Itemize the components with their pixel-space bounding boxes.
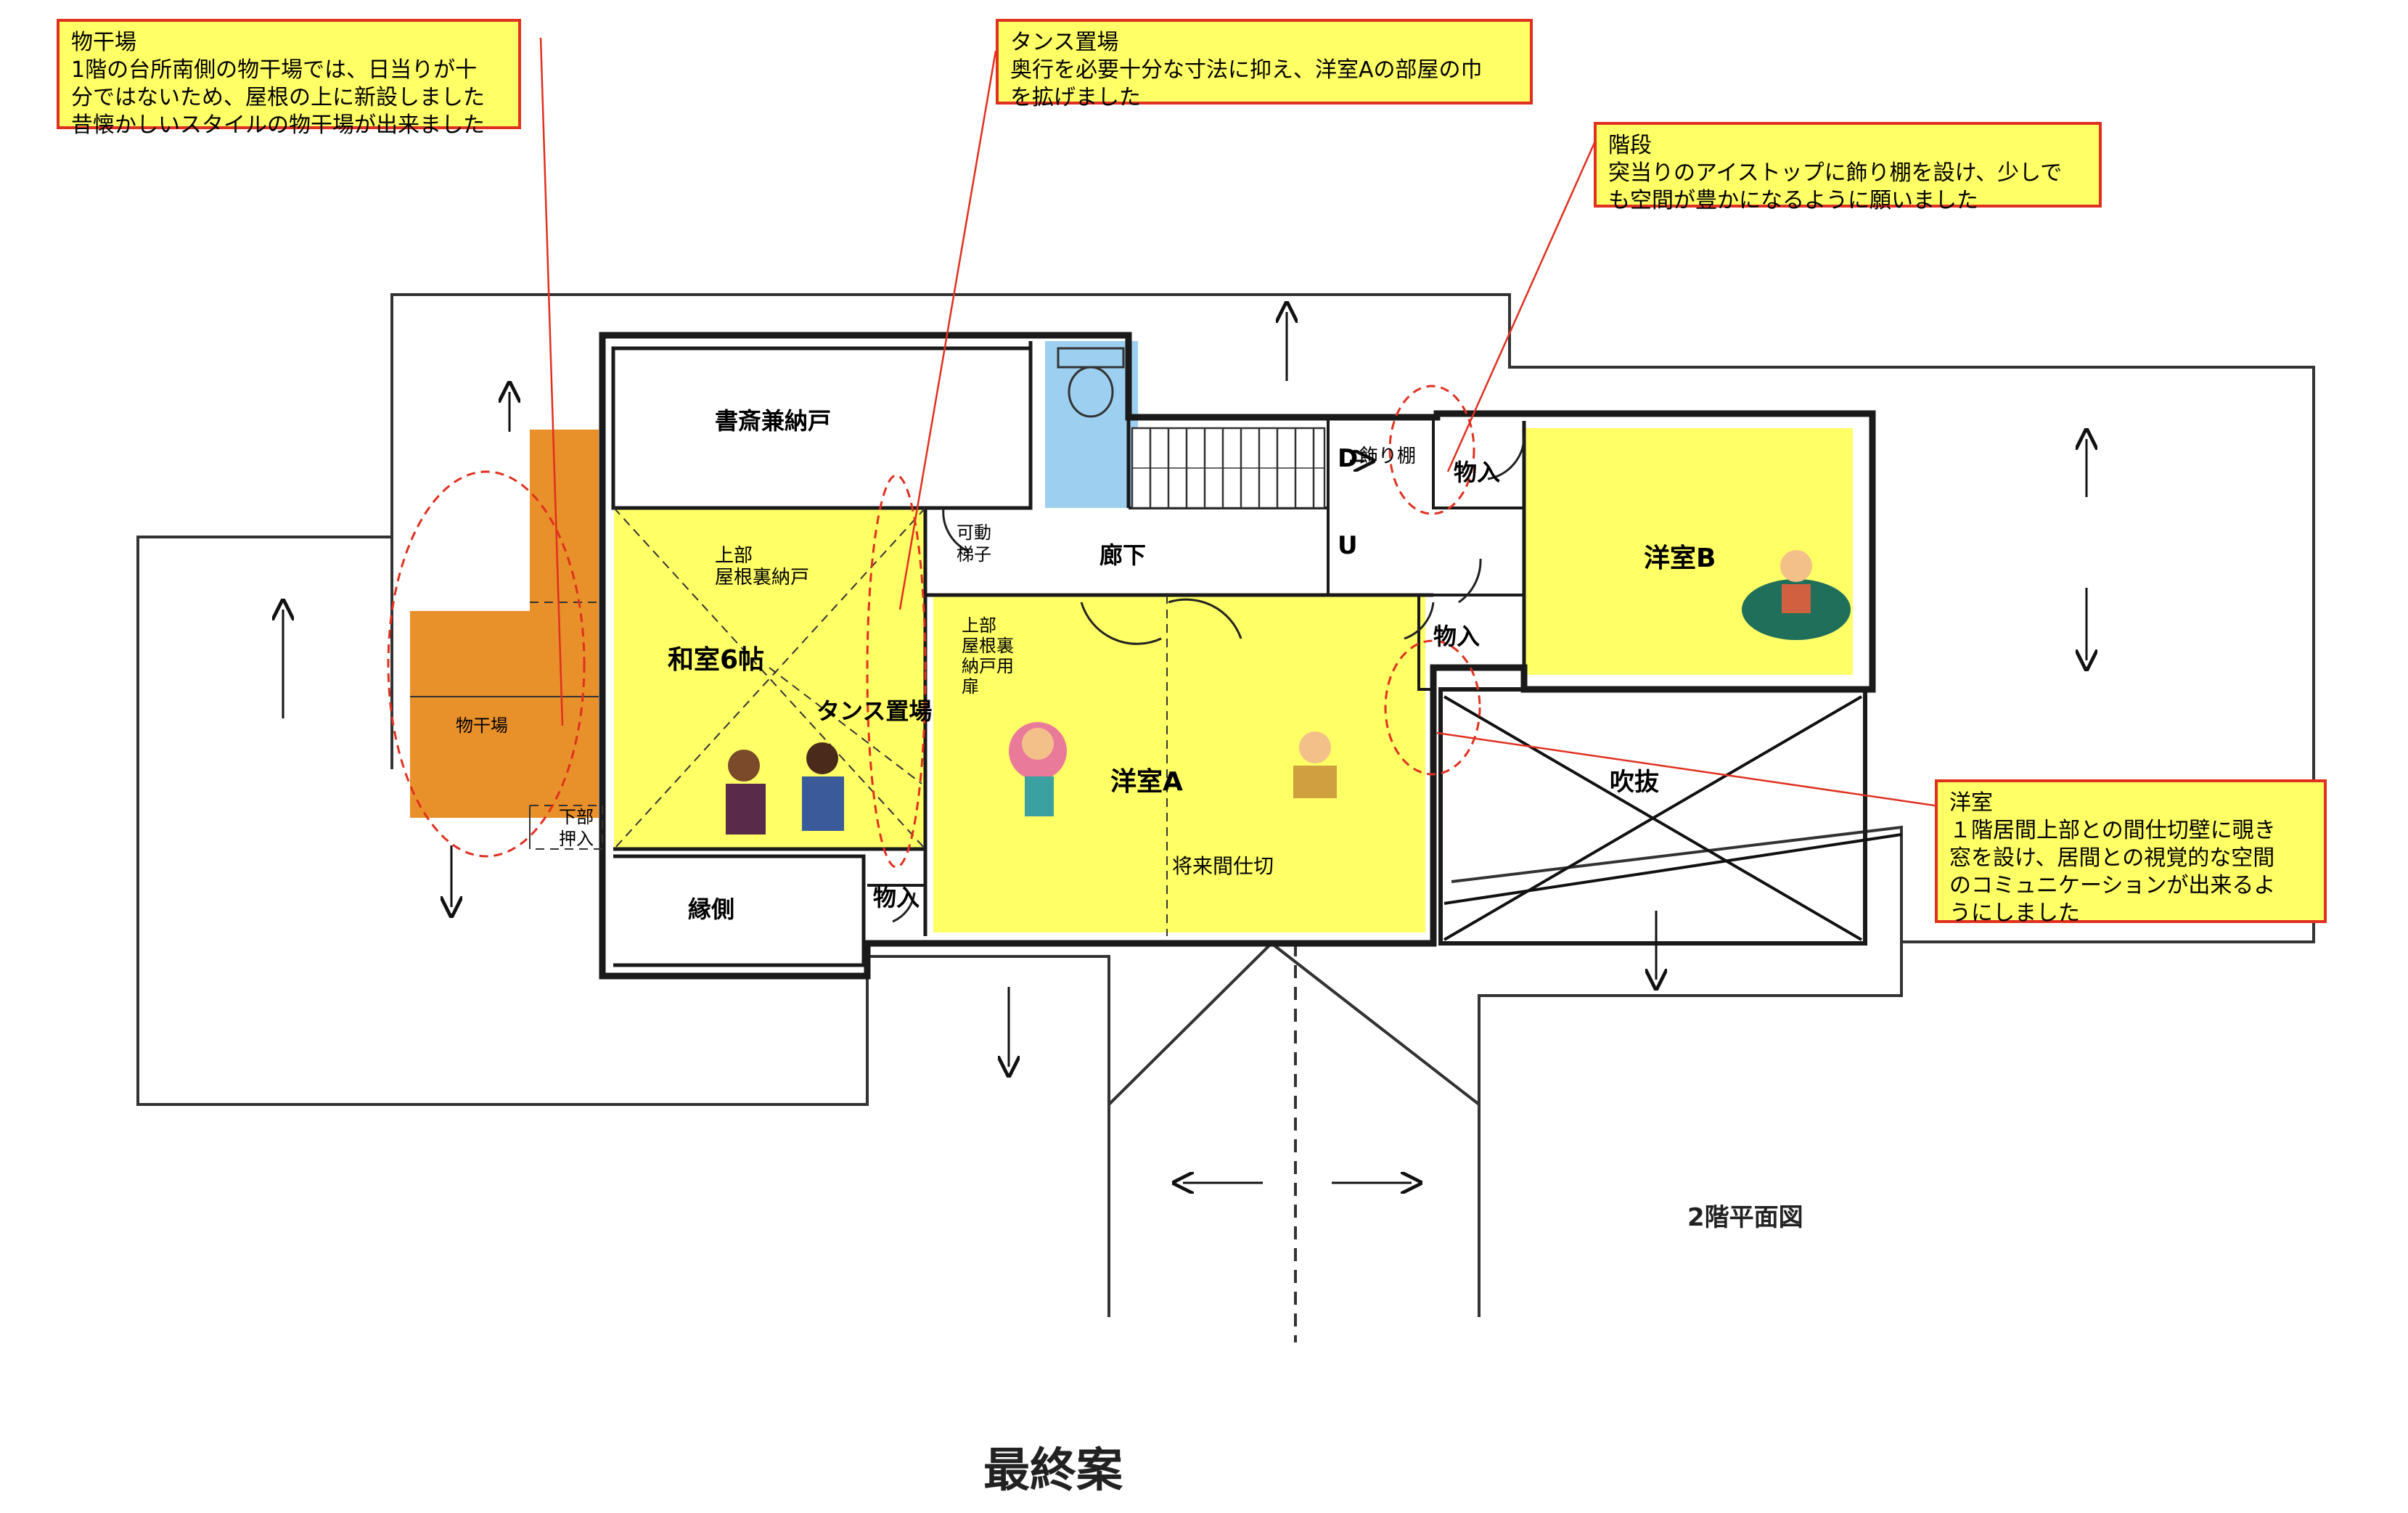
- room-label-mono-2: 物入: [1433, 623, 1481, 650]
- roof-outline: [136, 293, 2315, 1342]
- callout-title: 階段: [1608, 133, 1652, 158]
- room-label-attic-door-3: 納戸用: [962, 656, 1014, 676]
- toilet-fill: [1045, 341, 1138, 508]
- room-label-youshitsu-b: 洋室B: [1644, 544, 1716, 573]
- room-label-mono-1: 物入: [1454, 459, 1501, 486]
- person-figures: [726, 550, 1851, 835]
- callout-text: 突当りのアイストップに飾り棚を設け、少しで も空間が豊かになるように願いました: [1608, 160, 2063, 213]
- stairs: [1131, 427, 1326, 509]
- highlight-ellipses: [387, 385, 1481, 869]
- room-label-attic-door-2: 屋根裏: [962, 636, 1014, 656]
- callout-title: タンス置場: [1010, 30, 1119, 55]
- callout-drying-area: 物干場 1階の台所南側の物干場では、日当りが十 分ではないため、屋根の上に新設し…: [57, 19, 521, 138]
- room-label-youshitsu-a: 洋室A: [1110, 767, 1183, 797]
- callout-title: 物干場: [71, 30, 136, 55]
- room-label-attic-door-1: 上部: [962, 615, 996, 636]
- room-label-attic-door-4: 扉: [962, 676, 979, 697]
- room-label-shelf: 飾り棚: [1359, 446, 1417, 467]
- room-label-washitsu: 和室6帖: [668, 645, 765, 675]
- room-label-upper-storage-2: 屋根裏納戸: [715, 567, 810, 589]
- person-figure: [1009, 722, 1067, 816]
- room-label-drying: 物干場: [456, 716, 508, 736]
- callout-text: 1階の台所南側の物干場では、日当りが十 分ではないため、屋根の上に新設しました …: [71, 57, 485, 138]
- room-label-corridor: 廊下: [1099, 541, 1147, 569]
- room-label-under-1: 下部: [559, 807, 594, 827]
- room-label-engawa: 縁側: [688, 895, 735, 923]
- roof-slope-arrows: [283, 312, 2086, 1183]
- callout-text: 奥行を必要十分な寸法に抑え、洋室Aの部屋の巾 を拡げました: [1010, 57, 1483, 110]
- room-label-future-partition: 将来間仕切: [1172, 854, 1274, 878]
- callout-stairs: 階段 突当りのアイストップに飾り棚を設け、少しで も空間が豊かになるように願いま…: [1594, 122, 2102, 213]
- drying-area-fill: [410, 430, 599, 818]
- room-label-u: U: [1338, 531, 1358, 560]
- room-label-under-2: 押入: [559, 829, 594, 849]
- tansu-fill: [871, 508, 926, 849]
- person-figure: [1293, 731, 1337, 798]
- room-label-d: D: [1338, 444, 1359, 473]
- leader-lines: [539, 37, 1960, 811]
- walls: [599, 332, 1876, 980]
- room-label-storage-books: 書斎兼納戸: [715, 407, 832, 435]
- callout-text: １階居間上部との間仕切壁に覗き 窓を設け、居間との視覚的な空間 のコミュニケーシ…: [1949, 818, 2276, 926]
- page-title: 最終案: [983, 1444, 1123, 1498]
- room-label-ladder-1: 可動: [957, 522, 991, 543]
- callout-title: 洋室: [1949, 790, 1993, 816]
- room-label-ladder-2: 梯子: [957, 544, 991, 565]
- callout-tansu-space: タンス置場 奥行を必要十分な寸法に抑え、洋室Aの部屋の巾 を拡げました: [996, 19, 1533, 110]
- room-label-upper-storage-1: 上部: [715, 545, 753, 567]
- door-swings: [892, 435, 1526, 923]
- person-figure: [802, 742, 844, 831]
- person-figure: [1742, 550, 1851, 640]
- callout-western-room: 洋室 １階居間上部との間仕切壁に覗き 窓を設け、居間との視覚的な空間 のコミュニ…: [1935, 779, 2327, 926]
- room-label-atrium: 吹抜: [1610, 768, 1659, 797]
- person-figure: [726, 750, 766, 835]
- toilet-fixture: [1057, 347, 1125, 418]
- atrium-cross: [1443, 695, 1902, 941]
- room-label-storage-small: 物入: [873, 884, 920, 911]
- room-label-tansu: タンス置場: [816, 697, 933, 725]
- plan-title: 2階平面図: [1687, 1203, 1803, 1232]
